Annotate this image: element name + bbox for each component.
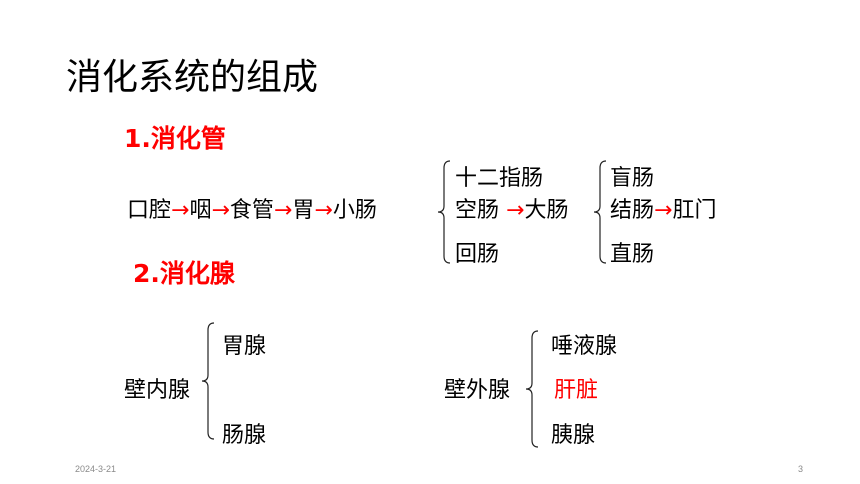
intramural-glands-label: 壁内腺 [124, 378, 191, 403]
section-heading-digestive-tract: 1.消化管 [124, 124, 226, 153]
large-intestine-colon: 结肠 [610, 198, 655, 223]
gland-gastric: 胃腺 [222, 334, 267, 359]
chain-item-pharynx: 咽 [189, 198, 212, 223]
brace-small-intestine [437, 160, 451, 264]
chain-item-stomach: 胃 [292, 198, 315, 223]
large-intestine-rectum: 直肠 [610, 242, 655, 267]
gland-salivary: 唾液腺 [551, 334, 618, 359]
gland-pancreas: 胰腺 [551, 423, 596, 448]
brace-large-intestine [593, 160, 607, 264]
chain-item-mouth: 口腔 [127, 198, 172, 223]
chain-item-small-intestine: 小肠 [332, 198, 377, 223]
brace-intramural-glands [201, 322, 215, 440]
footer-date: 2024-3-21 [75, 464, 117, 474]
large-intestine-cecum: 盲肠 [610, 166, 655, 191]
arrow-icon: → [506, 198, 525, 223]
extramural-glands-label: 壁外腺 [444, 378, 511, 403]
arrow-icon: → [314, 198, 333, 223]
footer-page-number: 3 [798, 464, 804, 474]
arrow-icon: → [211, 198, 230, 223]
chain-item-esophagus: 食管 [229, 198, 274, 223]
section-heading-digestive-glands: 2.消化腺 [133, 259, 235, 288]
arrow-icon: → [273, 198, 293, 223]
small-intestine-jejunum-row: 空肠 →大肠 [455, 200, 568, 222]
small-intestine-duodenum: 十二指肠 [455, 166, 544, 191]
brace-extramural-glands [525, 330, 539, 448]
gland-intestinal: 肠腺 [222, 423, 267, 448]
anus: 肛门 [672, 198, 717, 223]
large-intestine: 大肠 [524, 198, 569, 223]
arrow-icon: → [654, 198, 673, 223]
gland-liver: 肝脏 [554, 378, 599, 403]
arrow-icon: → [171, 198, 190, 223]
digestive-tract-chain: 口腔→咽→食管→胃→小肠 [127, 200, 377, 222]
large-intestine-colon-row: 结肠→肛门 [610, 200, 716, 222]
small-intestine-jejunum: 空肠 [455, 198, 500, 223]
small-intestine-ileum: 回肠 [455, 242, 500, 267]
slide-title: 消化系统的组成 [66, 57, 319, 98]
